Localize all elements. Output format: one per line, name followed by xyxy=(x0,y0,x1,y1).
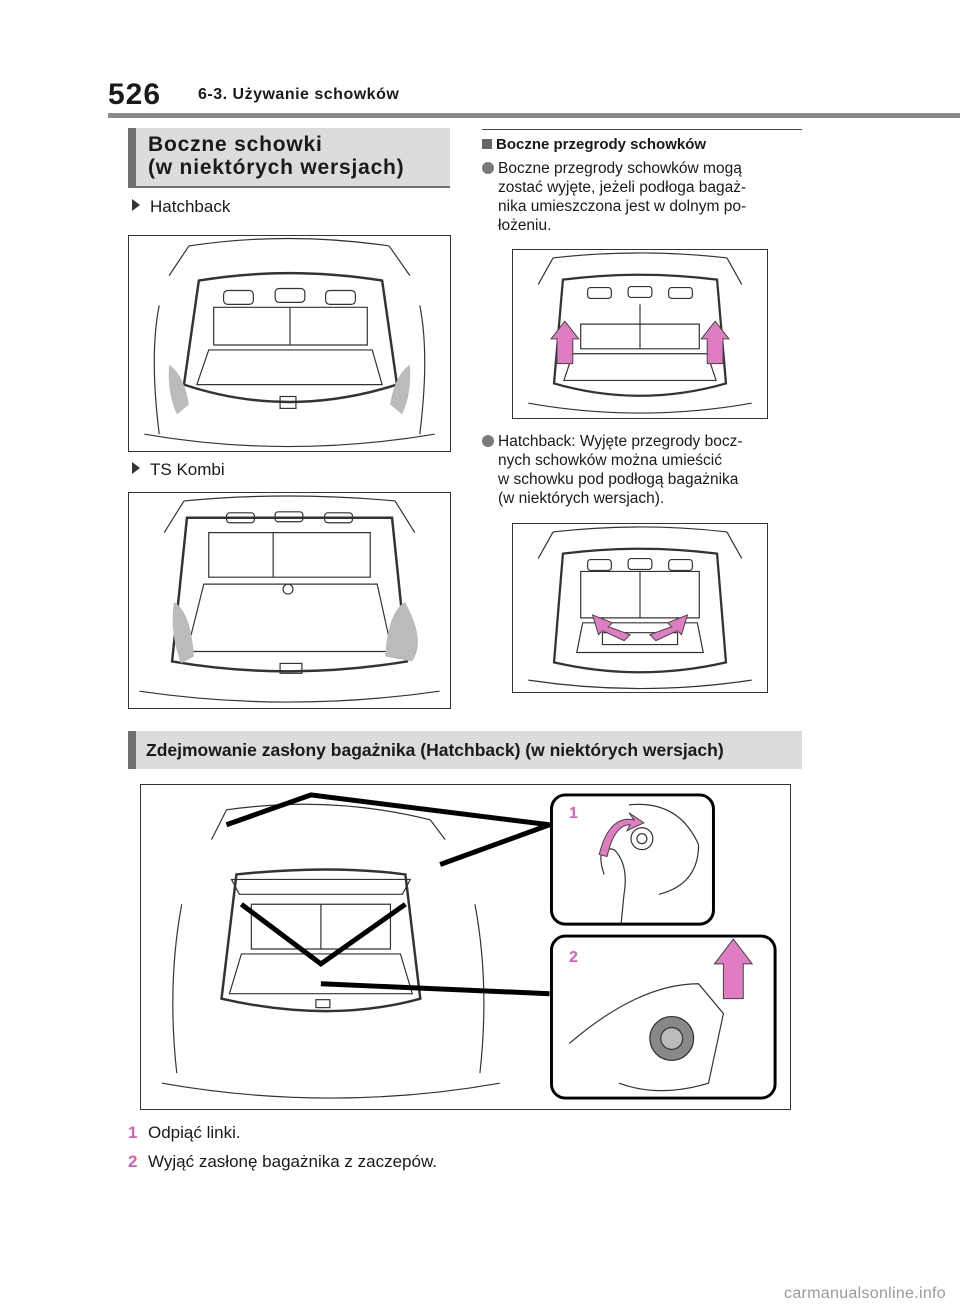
dividers-removal-illustration xyxy=(512,249,768,419)
page-number: 526 xyxy=(108,78,162,111)
paragraph-dividers-removable: Boczne przegrody schowków mogą zostać wy… xyxy=(482,159,802,235)
subheading-side-dividers: Boczne przegrody schowków xyxy=(482,136,706,153)
cover-removal-drawing xyxy=(161,792,777,1100)
dividers-storage-illustration xyxy=(512,523,768,693)
square-bullet-icon xyxy=(482,139,492,149)
callout-1: 1 xyxy=(569,805,578,822)
detail-lift-cover xyxy=(549,934,777,1100)
dividers-removal-drawing xyxy=(528,252,752,414)
circle-bullet-icon xyxy=(482,435,494,447)
triangle-bullet-icon xyxy=(132,462,140,474)
subheading-rule xyxy=(482,129,802,130)
hatchback-trunk-drawing xyxy=(144,237,435,448)
section-title-cover-removal: Zdejmowanie zasłony bagażnika (Hatchback… xyxy=(128,731,802,769)
chapter-title: 6-3. Używanie schowków xyxy=(198,86,400,103)
callout-2: 2 xyxy=(569,949,578,966)
dividers-storage-drawing xyxy=(528,526,752,690)
section-title-line1: Boczne schowki xyxy=(148,133,323,156)
kombi-label: TS Kombi xyxy=(132,460,225,480)
header-rule xyxy=(108,113,960,118)
paragraph-dividers-storage: Hatchback: Wyjęte przegrody bocz- nych s… xyxy=(482,432,802,508)
triangle-bullet-icon xyxy=(132,199,140,211)
detail-unhook-cable xyxy=(549,793,715,926)
kombi-trunk-drawing xyxy=(139,495,440,703)
hatchback-label: Hatchback xyxy=(132,197,230,217)
section-title-line2: (w niektórych wersjach) xyxy=(148,156,405,179)
cover-removal-illustration: 1 2 xyxy=(140,784,791,1110)
watermark-text: carmanualsonline.info xyxy=(784,1285,946,1302)
kombi-trunk-illustration xyxy=(128,492,451,709)
section-title-side-compartments: Boczne schowki (w niektórych wersjach) xyxy=(128,128,450,188)
circle-bullet-icon xyxy=(482,162,494,174)
hatchback-trunk-illustration xyxy=(128,235,451,452)
